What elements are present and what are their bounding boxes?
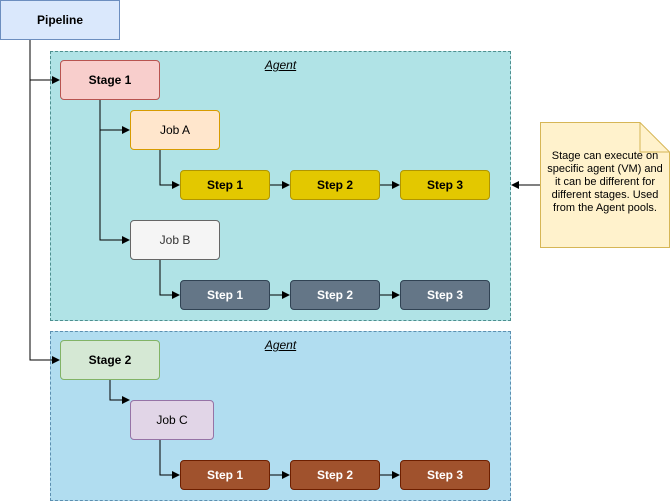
edge-jobA-step1: [159, 150, 180, 189]
jobC-step2: Step 2: [290, 460, 380, 490]
jobA-node: Job A: [130, 110, 220, 150]
jobA-step1: Step 1: [180, 170, 270, 200]
jobC-step1: Step 1: [180, 460, 270, 490]
stage2-node: Stage 2: [60, 340, 160, 380]
edge-stage1-jobA: [99, 100, 130, 134]
jobB-step2: Step 2: [290, 280, 380, 310]
edge-pipeline-stage2: [29, 80, 60, 364]
note-shape: [540, 122, 670, 248]
edge-jobB-step1: [159, 260, 180, 299]
jobB-step3: Step 3: [400, 280, 490, 310]
pipeline-node: Pipeline: [0, 0, 120, 40]
edge-stage1-jobB: [99, 130, 130, 244]
edge-jobC-step1: [159, 440, 180, 479]
jobC-node: Job C: [130, 400, 214, 440]
jobC-step3: Step 3: [400, 460, 490, 490]
agent-label: Agent: [264, 338, 297, 352]
jobB-step1: Step 1: [180, 280, 270, 310]
jobA-step3: Step 3: [400, 170, 490, 200]
agent-label: Agent: [264, 58, 297, 72]
jobA-step2: Step 2: [290, 170, 380, 200]
edge-stage2-jobC: [109, 380, 130, 404]
agent-note: Stage can execute on specific agent (VM)…: [540, 122, 670, 248]
stage1-node: Stage 1: [60, 60, 160, 100]
note-text: Stage can execute on specific agent (VM)…: [547, 150, 663, 214]
edge-pipeline-stage1: [29, 40, 60, 84]
jobB-node: Job B: [130, 220, 220, 260]
